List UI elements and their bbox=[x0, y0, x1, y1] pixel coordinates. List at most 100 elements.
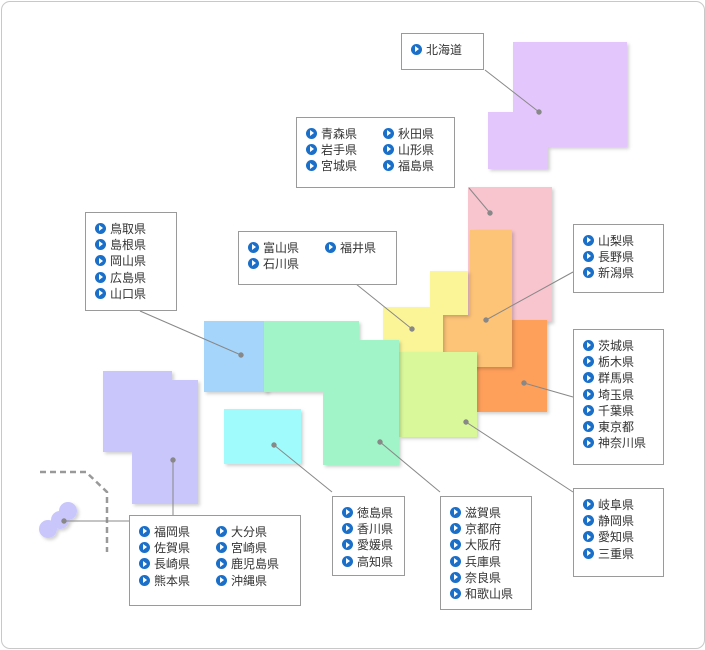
play-circle-icon bbox=[583, 267, 594, 279]
prefecture-link[interactable]: 栃木県 bbox=[583, 353, 655, 369]
region-hokuriku[interactable] bbox=[383, 271, 468, 352]
region-kinki[interactable] bbox=[264, 321, 399, 465]
prefecture-link[interactable]: 大阪府 bbox=[450, 537, 523, 553]
play-circle-icon bbox=[583, 514, 594, 526]
prefecture-link[interactable]: 富山県 bbox=[248, 239, 299, 255]
prefecture-name: 埼玉県 bbox=[598, 387, 635, 402]
prefecture-link[interactable]: 岡山県 bbox=[95, 253, 168, 269]
prefecture-link[interactable]: 秋田県 bbox=[383, 125, 434, 141]
prefecture-link[interactable]: 広島県 bbox=[95, 269, 168, 285]
prefecture-link[interactable]: 大分県 bbox=[216, 523, 279, 539]
prefecture-link[interactable]: 和歌山県 bbox=[450, 585, 523, 601]
prefecture-link[interactable]: 京都府 bbox=[450, 520, 523, 536]
prefecture-link[interactable]: 長野県 bbox=[583, 248, 655, 264]
prefecture-name: 岡山県 bbox=[110, 254, 147, 269]
play-circle-icon bbox=[248, 241, 259, 253]
play-circle-icon bbox=[583, 339, 594, 351]
prefecture-name: 愛媛県 bbox=[357, 538, 394, 553]
region-shikoku[interactable] bbox=[224, 409, 301, 464]
prefecture-link[interactable]: 山梨県 bbox=[583, 232, 655, 248]
prefecture-link[interactable]: 鹿児島県 bbox=[216, 556, 279, 572]
prefecture-link[interactable]: 山形県 bbox=[383, 141, 434, 157]
play-circle-icon bbox=[583, 234, 594, 246]
prefecture-link[interactable]: 山口県 bbox=[95, 285, 168, 301]
play-circle-icon bbox=[216, 541, 228, 553]
prefecture-link[interactable]: 石川県 bbox=[248, 255, 299, 271]
prefecture-name: 大分県 bbox=[231, 524, 268, 539]
prefecture-list: 鳥取県島根県岡山県広島県山口県 bbox=[95, 220, 168, 301]
prefecture-link[interactable]: 岐阜県 bbox=[583, 496, 655, 512]
prefecture-link[interactable]: 福井県 bbox=[325, 239, 376, 255]
play-circle-icon bbox=[583, 498, 594, 510]
prefecture-name: 京都府 bbox=[465, 521, 502, 536]
region-label-hokkaido: 北海道 bbox=[401, 33, 484, 70]
prefecture-name: 群馬県 bbox=[598, 371, 635, 386]
prefecture-name: 東京都 bbox=[598, 420, 635, 435]
prefecture-link[interactable]: 東京都 bbox=[583, 418, 655, 434]
region-label-kyushu: 福岡県佐賀県長崎県熊本県 大分県宮崎県鹿児島県沖縄県 bbox=[129, 515, 301, 606]
play-circle-icon bbox=[139, 558, 150, 570]
prefecture-link[interactable]: 奈良県 bbox=[450, 569, 523, 585]
play-circle-icon bbox=[450, 539, 461, 551]
play-circle-icon bbox=[583, 404, 594, 416]
prefecture-link[interactable]: 鳥取県 bbox=[95, 220, 168, 236]
prefecture-link[interactable]: 神奈川県 bbox=[583, 435, 655, 451]
prefecture-list-column: 秋田県山形県福島県 bbox=[383, 125, 434, 183]
prefecture-link[interactable]: 宮崎県 bbox=[216, 539, 279, 555]
region-chugoku[interactable] bbox=[204, 321, 268, 392]
prefecture-name: 滋賀県 bbox=[465, 505, 502, 520]
prefecture-name: 島根県 bbox=[110, 237, 147, 252]
prefecture-link[interactable]: 沖縄県 bbox=[216, 572, 279, 588]
play-circle-icon bbox=[583, 531, 594, 543]
prefecture-list: 岐阜県静岡県愛知県三重県 bbox=[583, 496, 655, 561]
prefecture-link[interactable]: 香川県 bbox=[342, 520, 396, 536]
prefecture-link[interactable]: 宮城県 bbox=[306, 158, 357, 174]
prefecture-link[interactable]: 熊本県 bbox=[139, 572, 190, 588]
prefecture-link[interactable]: 愛媛県 bbox=[342, 537, 396, 553]
prefecture-link[interactable]: 滋賀県 bbox=[450, 504, 523, 520]
region-okinawa[interactable] bbox=[39, 502, 77, 538]
prefecture-name: 兵庫県 bbox=[465, 554, 502, 569]
prefecture-link[interactable]: 岩手県 bbox=[306, 141, 357, 157]
prefecture-link[interactable]: 茨城県 bbox=[583, 337, 655, 353]
play-circle-icon bbox=[583, 372, 594, 384]
play-circle-icon bbox=[306, 143, 317, 155]
prefecture-list-column: 福岡県佐賀県長崎県熊本県 bbox=[139, 523, 190, 601]
prefecture-link[interactable]: 北海道 bbox=[411, 41, 475, 57]
prefecture-link[interactable]: 千葉県 bbox=[583, 402, 655, 418]
prefecture-name: 青森県 bbox=[321, 126, 358, 141]
prefecture-name: 福井県 bbox=[340, 240, 377, 255]
prefecture-name: 山形県 bbox=[398, 142, 435, 157]
prefecture-link[interactable]: 新潟県 bbox=[583, 265, 655, 281]
play-circle-icon bbox=[95, 222, 106, 234]
region-kyushu[interactable] bbox=[103, 371, 198, 504]
prefecture-link[interactable]: 群馬県 bbox=[583, 370, 655, 386]
region-hokkaido[interactable] bbox=[488, 42, 627, 169]
prefecture-link[interactable]: 青森県 bbox=[306, 125, 357, 141]
prefecture-link[interactable]: 福島県 bbox=[383, 158, 434, 174]
prefecture-link[interactable]: 静岡県 bbox=[583, 512, 655, 528]
prefecture-link[interactable]: 愛知県 bbox=[583, 529, 655, 545]
prefecture-name: 長崎県 bbox=[154, 557, 191, 572]
prefecture-link[interactable]: 島根県 bbox=[95, 236, 168, 252]
prefecture-link[interactable]: 徳島県 bbox=[342, 504, 396, 520]
prefecture-name: 石川県 bbox=[263, 256, 300, 271]
region-koshinetsu[interactable] bbox=[443, 230, 512, 367]
prefecture-name: 熊本県 bbox=[154, 573, 191, 588]
prefecture-link[interactable]: 三重県 bbox=[583, 545, 655, 561]
prefecture-link[interactable]: 佐賀県 bbox=[139, 539, 190, 555]
prefecture-link[interactable]: 埼玉県 bbox=[583, 386, 655, 402]
play-circle-icon bbox=[450, 522, 461, 534]
play-circle-icon bbox=[583, 388, 594, 400]
prefecture-link[interactable]: 高知県 bbox=[342, 553, 396, 569]
prefecture-link[interactable]: 兵庫県 bbox=[450, 553, 523, 569]
region-tokai[interactable] bbox=[399, 352, 477, 437]
play-circle-icon bbox=[450, 555, 461, 567]
prefecture-link[interactable]: 福岡県 bbox=[139, 523, 190, 539]
play-circle-icon bbox=[95, 238, 106, 250]
play-circle-icon bbox=[325, 241, 337, 253]
play-circle-icon bbox=[383, 160, 395, 172]
prefecture-name: 神奈川県 bbox=[598, 436, 647, 451]
prefecture-link[interactable]: 長崎県 bbox=[139, 556, 190, 572]
